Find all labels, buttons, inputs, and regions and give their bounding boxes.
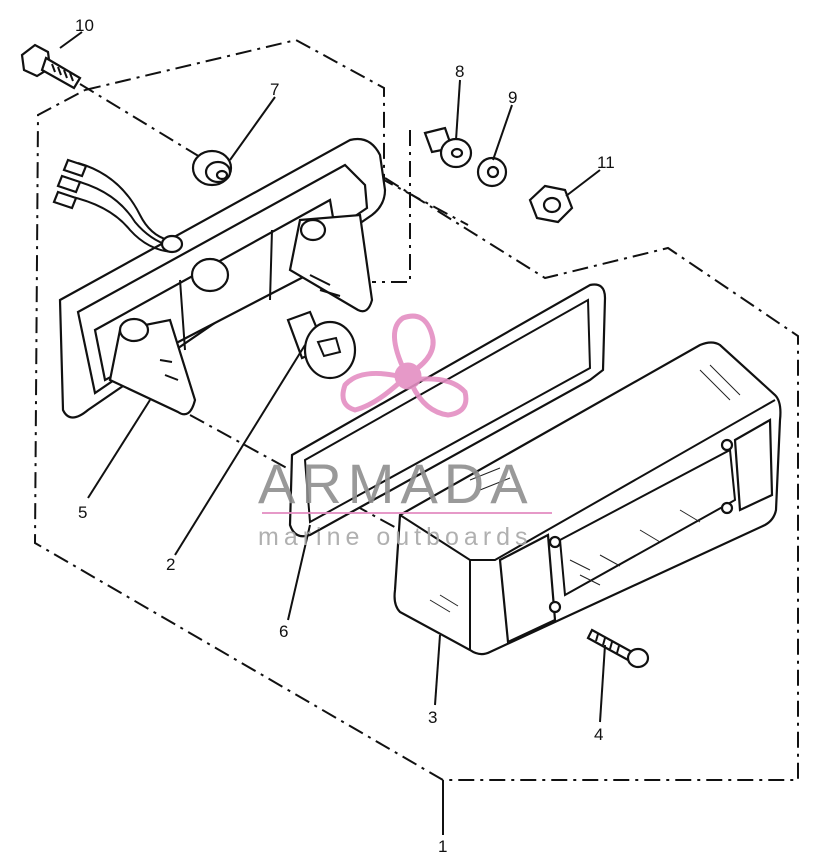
callout-1: 1	[438, 837, 447, 856]
wire-harness	[52, 158, 184, 254]
leader-lines	[59, 31, 606, 723]
part-5-housing	[58, 137, 387, 419]
callout-4: 4	[594, 725, 603, 744]
callout-5: 5	[78, 503, 87, 522]
part-9-washer	[476, 156, 508, 188]
callout-labels: 10 7 8 9 11 5 2 6 3 4 1	[75, 16, 615, 856]
part-4-screw	[586, 628, 650, 669]
part-2-bulb	[286, 310, 357, 380]
watermark-title: ARMADA	[258, 452, 534, 515]
callout-2: 2	[166, 555, 175, 574]
part-3-lens	[393, 341, 782, 656]
part-7-grommet	[191, 149, 233, 187]
callout-6: 6	[279, 622, 288, 641]
part-8-spacer	[423, 126, 473, 169]
callout-3: 3	[428, 708, 437, 727]
part-11-nut	[528, 184, 574, 224]
watermark: ARMADA marine outboards	[258, 313, 552, 551]
propeller-logo-icon	[340, 313, 469, 418]
callout-9: 9	[508, 88, 517, 107]
callout-7: 7	[270, 80, 279, 99]
watermark-subtitle: marine outboards	[258, 523, 533, 551]
callout-8: 8	[455, 62, 464, 81]
assembly-outline	[33, 38, 799, 781]
callout-11: 11	[597, 153, 615, 172]
callout-10: 10	[75, 16, 94, 35]
part-6-gasket	[288, 283, 607, 538]
part-10-bolt	[20, 43, 82, 90]
